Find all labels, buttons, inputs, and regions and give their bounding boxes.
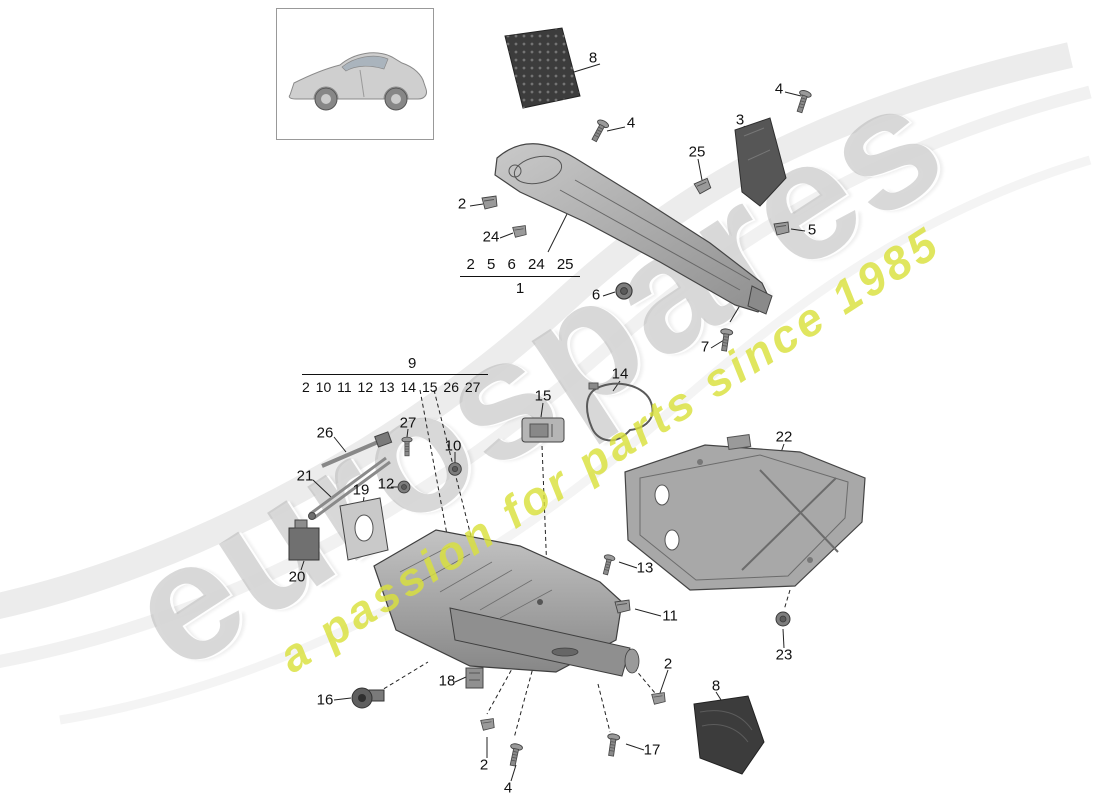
part-label-11[interactable]: 11 — [662, 607, 678, 625]
part-label-17[interactable]: 17 — [643, 741, 661, 759]
part-label-16[interactable]: 16 — [316, 691, 334, 709]
part-label-15[interactable]: 15 — [534, 387, 552, 405]
group-9-children[interactable]: 2 10 11 12 13 14 15 26 27 — [302, 374, 488, 395]
part-label-4[interactable]: 4 — [774, 80, 784, 98]
glove-box-lid[interactable] — [449, 607, 640, 677]
part-15-latch[interactable] — [521, 417, 565, 443]
part-4-screw-topright[interactable] — [793, 88, 813, 115]
vehicle-thumbnail-box — [276, 8, 434, 140]
part-label-23[interactable]: 23 — [775, 646, 793, 664]
part-24-clip[interactable] — [512, 225, 527, 238]
part-label-7[interactable]: 7 — [700, 338, 710, 356]
part-label-4[interactable]: 4 — [626, 114, 636, 132]
part-3-cover[interactable] — [734, 117, 787, 207]
group-1-children[interactable]: 2 5 6 24 25 — [460, 256, 580, 277]
part-label-19[interactable]: 19 — [352, 481, 370, 499]
part-label-21[interactable]: 21 — [296, 467, 314, 485]
part-label-10[interactable]: 10 — [444, 437, 462, 455]
part-label-13[interactable]: 13 — [636, 559, 654, 577]
part-5-clip[interactable] — [773, 221, 790, 236]
part-23-grommet[interactable] — [775, 611, 791, 627]
part-8-trim-top[interactable] — [504, 27, 581, 109]
part-label-8[interactable]: 8 — [711, 677, 721, 695]
part-20-unit[interactable] — [288, 519, 320, 561]
part-18-striker[interactable] — [465, 667, 484, 689]
part-label-26[interactable]: 26 — [316, 424, 334, 442]
part-17-screw[interactable] — [604, 732, 621, 758]
part-14-bracket[interactable] — [586, 382, 654, 442]
part-label-2[interactable]: 2 — [479, 756, 489, 774]
part-2-clip-top[interactable] — [481, 195, 498, 210]
part-label-22[interactable]: 22 — [775, 428, 793, 446]
part-label-5[interactable]: 5 — [807, 221, 817, 239]
part-6-grommet[interactable] — [615, 282, 633, 300]
part-8-trim-bottom[interactable] — [693, 695, 765, 775]
part-label-2[interactable]: 2 — [663, 655, 673, 673]
part-label-18[interactable]: 18 — [438, 672, 456, 690]
part-12-grommet[interactable] — [397, 480, 411, 494]
part-label-6[interactable]: 6 — [591, 286, 601, 304]
part-10-grommet[interactable] — [448, 462, 462, 476]
part-1-dashboard-crossmember[interactable] — [494, 143, 773, 315]
part-7-screw[interactable] — [717, 327, 734, 353]
part-label-3[interactable]: 3 — [735, 111, 745, 129]
part-label-14[interactable]: 14 — [611, 365, 629, 383]
part-label-24[interactable]: 24 — [482, 228, 500, 246]
part-22-lower-panel[interactable] — [624, 433, 866, 591]
assembly-group-1: 2 5 6 24 25 1 — [460, 256, 580, 297]
part-4-screw-bottom[interactable] — [506, 742, 524, 768]
part-2-clip-bottomleft[interactable] — [480, 718, 495, 731]
part-27-screw[interactable] — [401, 436, 413, 457]
part-4-screw-top[interactable] — [588, 117, 611, 144]
part-label-8[interactable]: 8 — [588, 49, 598, 67]
assembly-group-9: 9 2 10 11 12 13 14 15 26 27 — [302, 355, 488, 395]
part-25-clip[interactable] — [693, 177, 712, 196]
part-label-2[interactable]: 2 — [457, 195, 467, 213]
part-16-lock[interactable] — [351, 687, 385, 709]
vehicle-thumbnail-car — [288, 52, 427, 111]
part-label-4[interactable]: 4 — [503, 779, 513, 797]
part-label-20[interactable]: 20 — [288, 568, 306, 586]
part-26-rod[interactable] — [321, 431, 393, 468]
part-label-25[interactable]: 25 — [688, 143, 706, 161]
part-2-clip-bottomright[interactable] — [651, 692, 666, 705]
part-label-12[interactable]: 12 — [377, 475, 395, 493]
part-19-plate[interactable] — [339, 497, 389, 561]
group-9-parent[interactable]: 9 — [408, 355, 417, 372]
part-13-screw[interactable] — [599, 553, 616, 577]
part-11-clip[interactable] — [614, 599, 631, 614]
part-label-27[interactable]: 27 — [399, 414, 417, 432]
part-21-rod[interactable] — [308, 456, 391, 520]
group-1-parent[interactable]: 1 — [515, 280, 525, 297]
